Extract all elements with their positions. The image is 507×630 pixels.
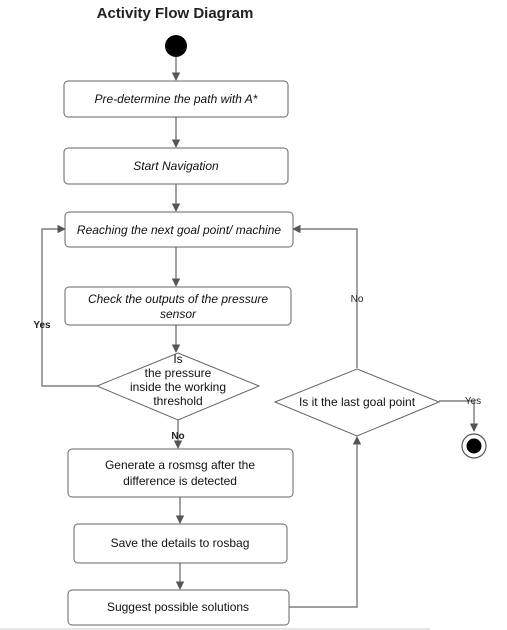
last-goal-decision-label: Is it the last goal point [299, 395, 416, 409]
suggest-solutions-label: Suggest possible solutions [107, 600, 249, 614]
reach-goal-label: Reaching the next goal point/ machine [77, 223, 281, 237]
save-details-box [73, 523, 288, 564]
suggest-solutions-box [67, 589, 290, 626]
start-node [165, 35, 187, 57]
pressure-decision-diamond [95, 352, 261, 421]
pressure-decision-line-1: Is [173, 352, 182, 366]
last-goal-decision-diamond [273, 368, 441, 437]
generate-rosmsg-label-line-1: Generate a rosmsg after the [105, 458, 255, 472]
generate-rosmsg-box [67, 448, 294, 498]
diagram-title: Activity Flow Diagram [97, 5, 254, 22]
save-details-label: Save the details to rosbag [111, 536, 250, 550]
end-node [466, 438, 482, 454]
edge-label-last-no: No [351, 294, 364, 305]
check-outputs-label-line-1: Check the outputs of the pressure [88, 292, 268, 306]
edge-label-last-yes: Yes [465, 396, 481, 407]
predetermine-path-label: Pre-determine the path with A* [95, 92, 258, 106]
pressure-decision-line-3: inside the working [130, 380, 226, 394]
pressure-decision-line-4: threshold [153, 394, 202, 408]
pressure-decision-line-2: the pressure [145, 366, 212, 380]
edge-last-goal-yes-to-end [439, 400, 479, 432]
start-navigation-label: Start Navigation [133, 159, 219, 173]
edge-label-pressure-yes: Yes [33, 320, 51, 331]
edge-last-goal-no-loop [292, 224, 358, 368]
check-outputs-label-line-2: sensor [160, 307, 197, 321]
edge-pressure-yes-loop [41, 224, 97, 387]
edge-suggest-to-last-goal [289, 436, 362, 608]
start-navigation-box [63, 147, 289, 185]
edge-label-pressure-no: No [171, 431, 184, 442]
generate-rosmsg-label-line-2: difference is detected [123, 474, 237, 488]
predetermine-path-box [63, 80, 289, 118]
check-outputs-box [64, 286, 292, 326]
reach-goal-box [64, 211, 294, 248]
